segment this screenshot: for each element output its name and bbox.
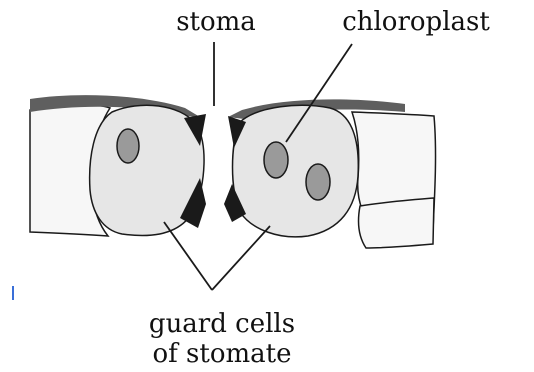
chloroplast-right-1 bbox=[264, 142, 288, 178]
guard-cells-label: guard cells bbox=[149, 309, 295, 339]
epidermal-cell-right-lower bbox=[358, 198, 434, 248]
chloroplast-label: chloroplast bbox=[342, 7, 490, 37]
guard-cell-pointer-left bbox=[164, 222, 212, 290]
chloroplast-left bbox=[117, 129, 139, 163]
stoma-label: stoma bbox=[176, 7, 256, 37]
chloroplast-right-2 bbox=[306, 164, 330, 200]
margin-mark bbox=[12, 286, 14, 300]
guard-cell-pointer-right bbox=[212, 226, 270, 290]
guard-cells-label-line2: of stomate bbox=[153, 339, 292, 369]
guard-cell-right bbox=[233, 105, 359, 237]
